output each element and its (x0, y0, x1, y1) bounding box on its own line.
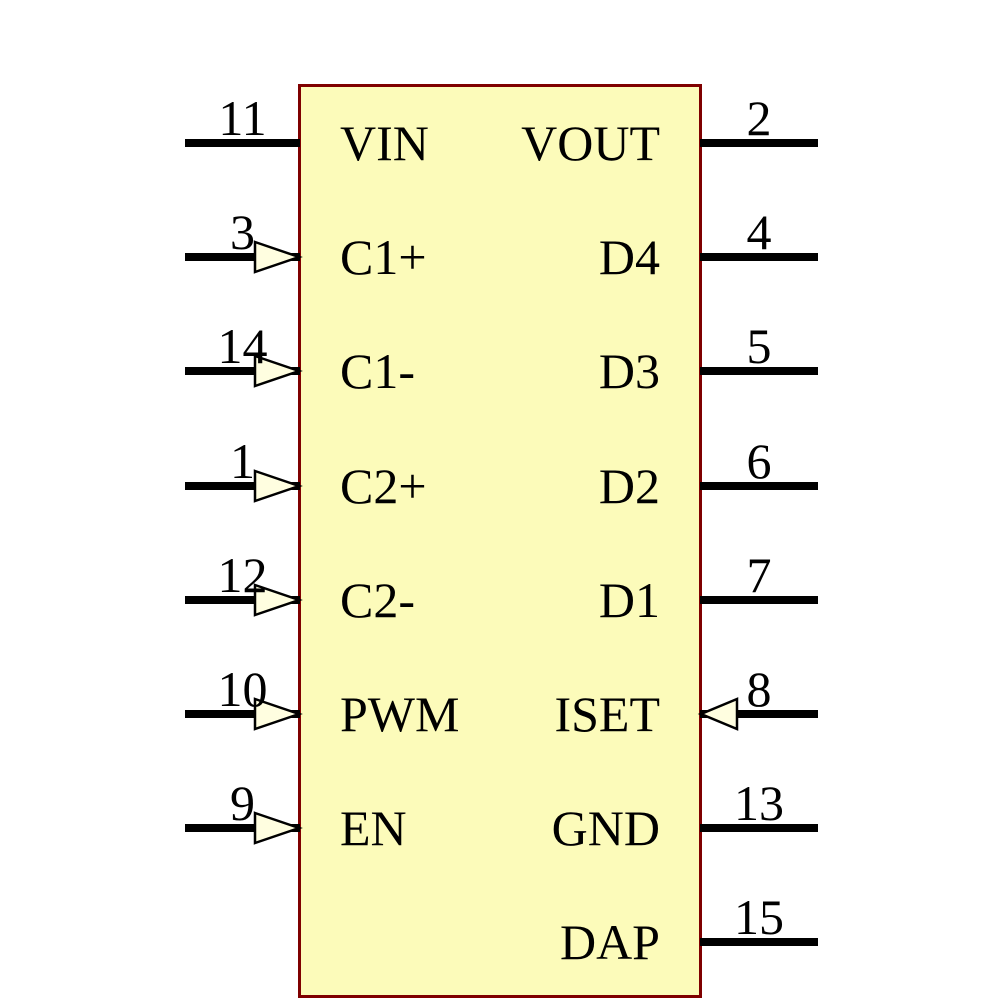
pin-number: 5 (746, 318, 772, 374)
pin-label: C2+ (340, 458, 427, 514)
pin-label: D4 (598, 229, 660, 285)
pin-label: ISET (554, 686, 660, 742)
pin-label: D3 (598, 343, 660, 399)
pin-number: 4 (746, 204, 772, 260)
pin-line (700, 596, 818, 604)
pin-line (185, 824, 300, 832)
pin-number: 10 (217, 661, 268, 717)
pin-line (700, 367, 818, 375)
pin-label: EN (340, 800, 407, 856)
pin-number: 8 (746, 661, 772, 717)
pin-label: DAP (559, 914, 660, 970)
input-arrow-icon (697, 697, 739, 731)
pin-number: 12 (217, 547, 268, 603)
pin-label: PWM (340, 686, 460, 742)
input-arrow-icon (253, 697, 303, 731)
pin-label: GND (551, 800, 660, 856)
pin-line (185, 596, 300, 604)
pin-line (700, 938, 818, 946)
pin-label: VIN (340, 115, 429, 171)
pin-line (700, 482, 818, 490)
input-arrow-icon (253, 240, 303, 274)
pin-number: 3 (230, 204, 255, 260)
input-arrow-icon (253, 583, 303, 617)
pin-number: 9 (230, 775, 255, 831)
pin-number: 13 (734, 775, 784, 831)
pin-label: C2- (340, 572, 415, 628)
pin-line (185, 710, 300, 718)
pin-line (700, 253, 818, 261)
pin-number: 2 (746, 90, 772, 146)
pin-line (185, 139, 300, 147)
pin-line (700, 710, 818, 718)
input-arrow-icon (253, 469, 303, 503)
ic-body (298, 84, 702, 998)
pin-number: 11 (218, 90, 267, 146)
pin-line (185, 367, 300, 375)
pin-number: 1 (230, 433, 255, 489)
pin-number: 15 (734, 889, 784, 945)
pin-number: 14 (217, 318, 268, 374)
pin-label: D1 (598, 572, 660, 628)
pin-number: 7 (746, 547, 772, 603)
pin-label: C1- (340, 343, 415, 399)
pin-line (185, 482, 300, 490)
pin-line (700, 139, 818, 147)
pin-label: VOUT (521, 115, 660, 171)
pin-line (700, 824, 818, 832)
input-arrow-icon (253, 354, 303, 388)
pin-label: D2 (598, 458, 660, 514)
input-arrow-icon (253, 811, 303, 845)
pin-line (185, 253, 300, 261)
pin-number: 6 (746, 433, 772, 489)
pin-label: C1+ (340, 229, 427, 285)
